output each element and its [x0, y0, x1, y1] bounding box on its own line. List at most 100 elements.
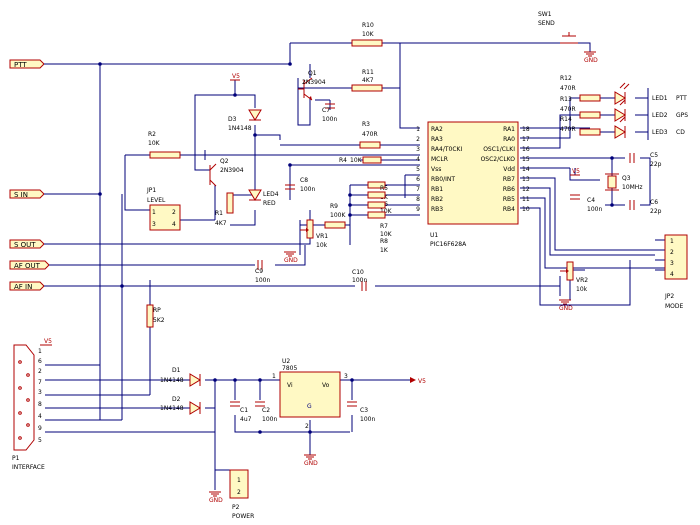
- r14-value: 470R: [560, 126, 576, 133]
- led4-value: RED: [263, 200, 276, 207]
- u1-pin-name-15: OSC2/CLKO: [481, 156, 516, 163]
- jp2-name: MODE: [665, 303, 684, 310]
- jumper-jp2: 1 2 3 4 JP2 MODE: [664, 234, 688, 310]
- u1-pin-num-11: 11: [522, 196, 530, 203]
- u1-pin-name-5: Vss: [431, 166, 441, 173]
- q2-ref: Q2: [220, 158, 229, 165]
- p1-ref: P1: [12, 455, 20, 462]
- r10-ref: R10: [362, 22, 374, 29]
- vr2-ref: VR2: [576, 277, 588, 284]
- port-af-out-label: AF OUT: [14, 262, 41, 270]
- u1-pin-name-12: RB6: [503, 186, 515, 193]
- transistor-q2: Q2 2N3904: [209, 158, 244, 187]
- port-af-in-label: AF IN: [14, 283, 32, 291]
- v5-p1-text: V5: [44, 338, 52, 345]
- resistor-r12: R12 470R: [560, 75, 601, 102]
- u2-pin1: 1: [272, 373, 276, 380]
- u1-ref: U1: [430, 232, 438, 239]
- r10-value: 10K: [362, 31, 375, 38]
- jp1-ref: JP1: [146, 187, 156, 194]
- u1-pin-name-11: RB5: [503, 196, 515, 203]
- u1-pin-num-3: 3: [416, 146, 420, 153]
- c7-ref: C7: [322, 107, 330, 114]
- c4-ref: C4: [587, 197, 595, 204]
- u1-pin-num-5: 5: [416, 166, 420, 173]
- c5-ref: C5: [650, 152, 658, 159]
- r4-ref: R4: [339, 157, 347, 164]
- c2-ref: C2: [262, 407, 270, 414]
- u2-pin3: 3: [344, 373, 348, 380]
- u1-pin-num-13: 13: [522, 176, 530, 183]
- resistor-r1: R1 4K7: [215, 192, 234, 227]
- c6-ref: C6: [650, 199, 658, 206]
- jp2-pin-3: 3: [670, 260, 674, 267]
- c9-value: 100n: [255, 277, 270, 284]
- sw1-name: SEND: [538, 20, 555, 27]
- r5-ref: R5: [380, 185, 388, 192]
- u1-pin-num-6: 6: [416, 176, 420, 183]
- q2-value: 2N3904: [220, 167, 244, 174]
- gnd-symbols: GND GND GND GND: [209, 251, 573, 504]
- p1-pin-8: 8: [38, 401, 42, 408]
- u1-pin-name-1: RA2: [431, 126, 443, 133]
- cap-c9: C9 100n: [255, 260, 270, 284]
- diode-d1: D1 1N4148: [160, 367, 201, 387]
- u1-value: PIC16F628A: [430, 241, 467, 248]
- u1-pin-name-6: RB0/INT: [431, 176, 455, 183]
- p1-pin-4: 4: [38, 413, 42, 420]
- r11-ref: R11: [362, 69, 374, 76]
- resistor-r7: R7 10K: [367, 211, 393, 238]
- u1-pin-name-8: RB2: [431, 196, 443, 203]
- c3-value: 100n: [360, 416, 375, 423]
- cap-c2: C2 100n: [255, 401, 277, 423]
- u1-pin-num-4: 4: [416, 156, 420, 163]
- u1-pin-name-16: OSC1/CLKI: [483, 146, 515, 153]
- v5-label-out: V5: [410, 377, 426, 385]
- wires: [44, 42, 665, 490]
- port-s-out: S OUT: [9, 239, 45, 249]
- p1-pin-3: 3: [38, 389, 42, 396]
- svg-text:GND: GND: [559, 305, 573, 312]
- r7-ref: R7: [380, 223, 388, 230]
- u1-pin-num-16: 16: [522, 146, 530, 153]
- r14-ref: R14: [560, 116, 572, 123]
- diode-d3: D3 1N4148: [228, 109, 262, 132]
- led3-value: CD: [676, 129, 685, 136]
- c7-value: 100n: [322, 116, 337, 123]
- p1-pin-9: 9: [38, 425, 42, 432]
- u2-ref: U2: [282, 358, 290, 365]
- v5-out-text: V5: [418, 378, 426, 385]
- diode-d2: D2 1N4148: [160, 396, 201, 415]
- cap-c3: C3 100n: [347, 401, 375, 423]
- u1-pin-num-7: 7: [416, 186, 420, 193]
- r3-ref: R3: [362, 121, 370, 128]
- led2-value: GPS: [676, 112, 688, 119]
- p1-name: INTERFACE: [12, 464, 45, 471]
- jp1-pin-4: 4: [172, 221, 176, 228]
- resistor-r4: R4 10K: [339, 156, 382, 164]
- p1-pin-7: 7: [38, 379, 42, 386]
- r8-ref: R8: [380, 238, 388, 245]
- q1-ref: Q1: [308, 70, 317, 77]
- rp-ref: RP: [153, 307, 161, 314]
- u1-pin-name-10: RB4: [503, 206, 515, 213]
- u1-pin-num-2: 2: [416, 136, 420, 143]
- crystal-q3: Q3 10MHz: [605, 173, 642, 191]
- u1-pin-name-17: RA0: [503, 136, 515, 143]
- port-ptt-label: PTT: [14, 61, 27, 69]
- cap-c7: C7 100n: [322, 103, 337, 123]
- resistor-r11: R11 4K7: [351, 69, 383, 92]
- port-s-in-label: S IN: [14, 191, 28, 199]
- r9-ref: R9: [330, 203, 338, 210]
- svg-text:GND: GND: [284, 257, 298, 264]
- port-af-out: AF OUT: [9, 260, 50, 270]
- r13-value: 470R: [560, 106, 576, 113]
- p1-pin-1: 1: [38, 348, 42, 355]
- rp-value: 5K2: [153, 317, 165, 324]
- r6-value: 10K: [380, 208, 393, 215]
- c1-ref: C1: [240, 407, 248, 414]
- led-led3: LED3 CD: [614, 116, 685, 139]
- cap-c10: C10 100n: [352, 269, 367, 291]
- u2-value: 7805: [282, 365, 297, 372]
- d1-ref: D1: [172, 367, 181, 374]
